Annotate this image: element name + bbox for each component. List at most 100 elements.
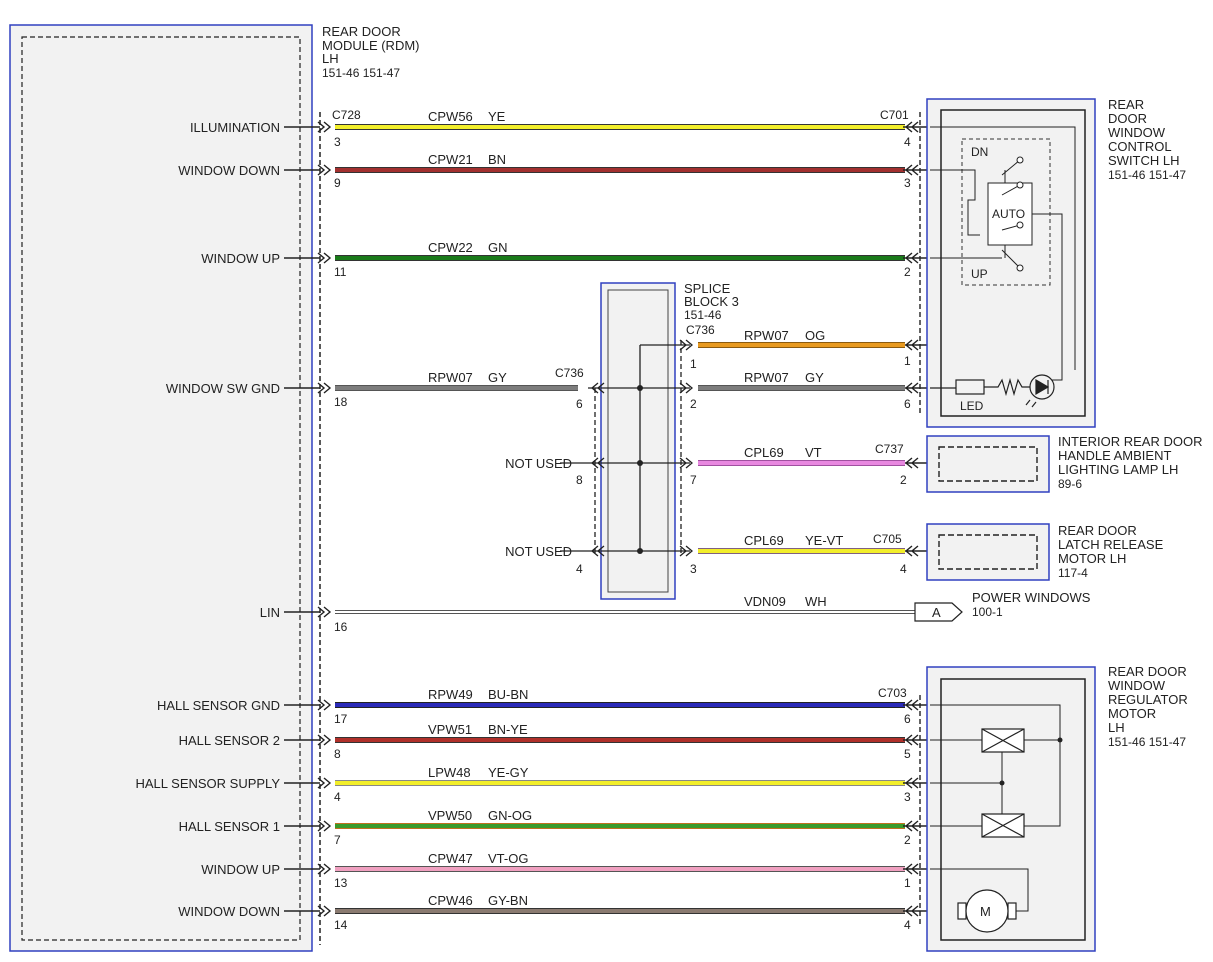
circuit-label: RPW07 — [744, 328, 789, 343]
pin-number: 16 — [334, 620, 348, 634]
pin-number: 4 — [904, 135, 911, 149]
window-control-switch: DN UP AUTO LED REAR DOOR — [926, 97, 1186, 428]
power-windows-title-1: POWER WINDOWS — [972, 590, 1091, 605]
pin-label: WINDOW SW GND — [166, 381, 280, 396]
lamp-title-4: 89-6 — [1058, 477, 1082, 491]
circuit-label: VDN09 — [744, 594, 786, 609]
latch-release-motor: REAR DOOR LATCH RELEASE MOTOR LH 117-4 — [926, 523, 1164, 581]
color-code-label: YE-GY — [488, 765, 529, 780]
circuit-label: CPW22 — [428, 240, 473, 255]
color-code-label: BN-YE — [488, 722, 528, 737]
regulator-title-3: REGULATOR — [1108, 692, 1188, 707]
color-code-label: WH — [805, 594, 827, 609]
circuit-label: LPW48 — [428, 765, 471, 780]
splice-wires: RPW07 OG RPW07 GY CPL69 VT CPL69 YE-VT 1… — [698, 328, 911, 576]
color-code-label: VT — [805, 445, 822, 460]
connector-c701: C701 — [880, 108, 909, 122]
rdm-title-4: 151-46 151-47 — [322, 66, 400, 80]
pin-number: 18 — [334, 395, 348, 409]
switch-title-1: REAR — [1108, 97, 1144, 112]
pin-number: 1 — [904, 354, 911, 368]
lamp-title-3: LIGHTING LAMP LH — [1058, 462, 1178, 477]
pin-number: 7 — [334, 833, 341, 847]
circuit-label: RPW07 — [428, 370, 473, 385]
color-code-label: GY — [805, 370, 824, 385]
circuit-label: CPW46 — [428, 893, 473, 908]
splice-pin: 1 — [690, 357, 697, 371]
pin-number: 3 — [904, 790, 911, 804]
connector-c728: C728 — [332, 108, 361, 122]
connector-c737: C737 — [875, 442, 904, 456]
circuit-label: CPL69 — [744, 445, 784, 460]
led-label: LED — [960, 399, 984, 413]
circuit-label: CPL69 — [744, 533, 784, 548]
color-code-label: BU-BN — [488, 687, 528, 702]
connector-c736-right: C736 — [686, 323, 715, 337]
main-wires — [335, 124, 915, 914]
pin-number: 17 — [334, 712, 348, 726]
pin-number: 2 — [900, 473, 907, 487]
pin-label: HALL SENSOR SUPPLY — [136, 776, 281, 791]
pin-number: 9 — [334, 176, 341, 190]
pin-number: 1 — [904, 876, 911, 890]
switch-auto-label: AUTO — [992, 207, 1025, 221]
lamp-title-2: HANDLE AMBIENT — [1058, 448, 1171, 463]
regulator-title-5: LH — [1108, 720, 1125, 735]
color-code-label: GN-OG — [488, 808, 532, 823]
pin-number: 4 — [900, 562, 907, 576]
pin-number: 8 — [334, 747, 341, 761]
splice-pin: 2 — [690, 397, 697, 411]
ambient-lighting-lamp: INTERIOR REAR DOOR HANDLE AMBIENT LIGHTI… — [926, 434, 1202, 493]
splice-pin: 3 — [690, 562, 697, 576]
color-code-label: GN — [488, 240, 508, 255]
power-windows-title-2: 100-1 — [972, 605, 1003, 619]
connector-ids: C728 C701 C736 C736 C737 C705 C703 — [332, 108, 909, 700]
wire-labels: CPW56 YE CPW21 BN CPW22 GN RPW07 GY VDN0… — [428, 109, 827, 908]
switch-title-5: SWITCH LH — [1108, 153, 1180, 168]
pin-number: 3 — [904, 176, 911, 190]
splice-pin: 8 — [576, 473, 583, 487]
connector-c705: C705 — [873, 532, 902, 546]
pin-labels: ILLUMINATION WINDOW DOWN WINDOW UP WINDO… — [136, 120, 348, 932]
pin-label: HALL SENSOR 1 — [179, 819, 280, 834]
pin-number: 13 — [334, 876, 348, 890]
pin-number: 3 — [334, 135, 341, 149]
color-code-label: GY — [488, 370, 507, 385]
rdm-connector-arrows — [284, 121, 332, 917]
color-code-label: YE — [488, 109, 506, 124]
color-code-label: VT-OG — [488, 851, 528, 866]
pin-label: ILLUMINATION — [190, 120, 280, 135]
motor-symbol: M — [980, 904, 991, 919]
circuit-label: RPW49 — [428, 687, 473, 702]
rdm-module: REAR DOOR MODULE (RDM) LH 151-46 151-47 — [9, 24, 420, 952]
power-windows-reference: A POWER WINDOWS 100-1 — [914, 590, 1091, 622]
pin-number: 2 — [904, 265, 911, 279]
splice-pin: 6 — [576, 397, 583, 411]
right-pin-numbers: 4 3 2 6 5 3 2 1 4 — [904, 135, 911, 932]
switch-title-3: WINDOW — [1108, 125, 1166, 140]
not-used-label: NOT USED — [505, 456, 572, 471]
ref-letter: A — [932, 605, 941, 620]
pin-label: HALL SENSOR GND — [157, 698, 280, 713]
pin-number: 2 — [904, 833, 911, 847]
pin-label: LIN — [260, 605, 280, 620]
switch-up-label: UP — [971, 267, 988, 281]
pin-label: HALL SENSOR 2 — [179, 733, 280, 748]
switch-title-4: CONTROL — [1108, 139, 1172, 154]
switch-title-2: DOOR — [1108, 111, 1147, 126]
switch-dn-label: DN — [971, 145, 988, 159]
regulator-title-4: MOTOR — [1108, 706, 1156, 721]
pin-number: 6 — [904, 397, 911, 411]
connector-c703: C703 — [878, 686, 907, 700]
splice-title-2: BLOCK 3 — [684, 294, 739, 309]
color-code-label: GY-BN — [488, 893, 528, 908]
regulator-title-1: REAR DOOR — [1108, 664, 1187, 679]
color-code-label: YE-VT — [805, 533, 843, 548]
pin-number: 5 — [904, 747, 911, 761]
latch-title-1: REAR DOOR — [1058, 523, 1137, 538]
splice-title-3: 151-46 — [684, 308, 722, 322]
pin-label: WINDOW UP — [201, 251, 280, 266]
pin-number: 14 — [334, 918, 348, 932]
circuit-label: RPW07 — [744, 370, 789, 385]
